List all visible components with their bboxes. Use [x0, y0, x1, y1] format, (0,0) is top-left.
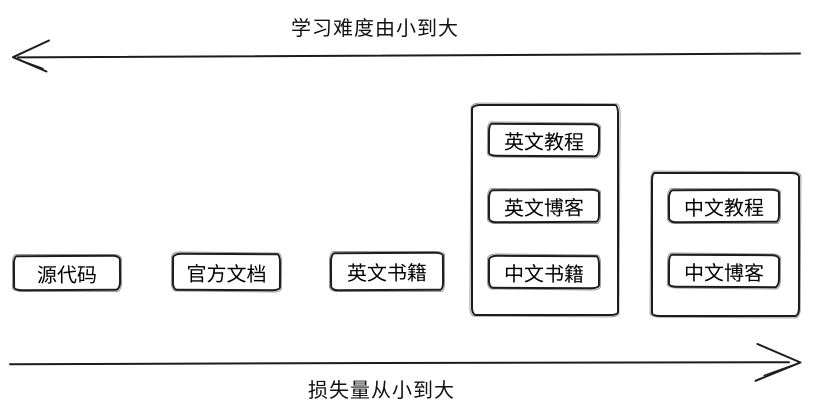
top-arrow-left	[12, 39, 801, 73]
box-chinese-tutorial: 中文教程	[667, 188, 781, 224]
group-english-intermediate: 英文教程 英文博客 中文书籍	[471, 104, 619, 316]
box-chinese-blog: 中文博客	[667, 253, 781, 289]
box-official-docs: 官方文档	[171, 252, 282, 292]
box-english-blog: 英文博客	[487, 188, 601, 224]
bottom-arrow-right	[9, 343, 802, 382]
top-axis-label: 学习难度由小到大	[291, 18, 459, 40]
group-chinese-easy: 中文教程 中文博客	[651, 172, 800, 317]
box-english-books: 英文书籍	[329, 251, 445, 292]
box-chinese-books: 中文书籍	[487, 254, 601, 290]
box-english-tutorial: 英文教程	[487, 122, 601, 158]
box-source-code: 源代码	[12, 254, 122, 292]
bottom-axis-label: 损失量从小到大	[308, 380, 455, 402]
